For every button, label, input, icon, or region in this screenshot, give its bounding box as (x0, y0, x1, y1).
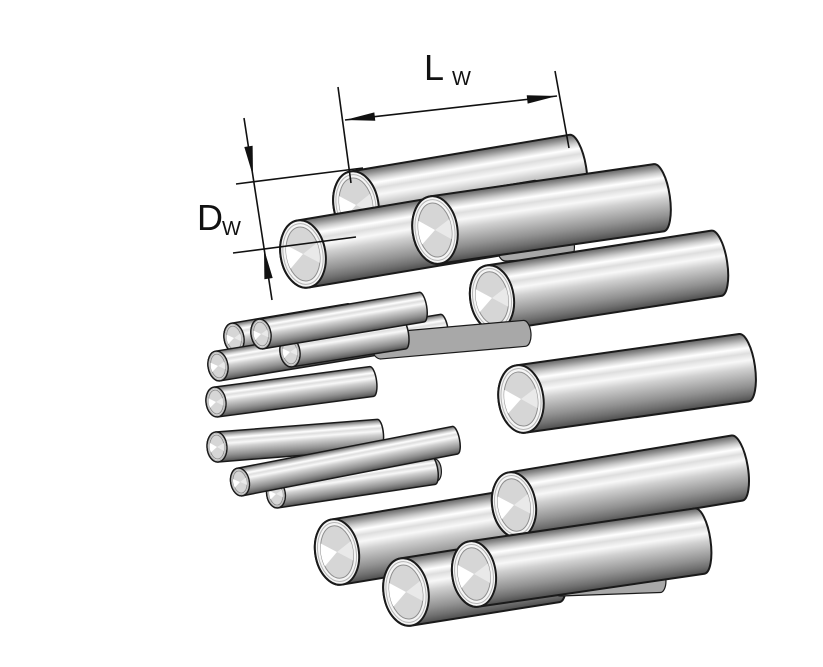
dimension-arrowhead (345, 112, 376, 121)
roller-face-chamfer-edge (206, 388, 226, 416)
dimension-arrowhead (264, 249, 273, 280)
roller-diameter-dimension (232, 117, 364, 301)
dimension-arrowhead (526, 95, 557, 104)
roller-face-chamfer-edge (231, 469, 249, 495)
face-highlight-wedge-soft (521, 386, 542, 411)
rollers-group (205, 133, 757, 627)
roller-face-chamfer-edge (385, 561, 427, 623)
roller-face-chamfer-edge (207, 433, 227, 461)
dimension-line (232, 236, 357, 254)
needle-top-2 (250, 291, 428, 350)
dimension-line (344, 95, 558, 121)
length-dimension-label-subscript: W (452, 68, 471, 90)
diameter-dimension-label-subscript: W (222, 218, 241, 240)
roller-face-chamfer-edge (414, 199, 456, 261)
face-highlight-wedge-soft (474, 561, 494, 585)
roller-large-mid-lower (497, 333, 757, 434)
roller-large-bottom-front (450, 507, 713, 608)
dimension-line (235, 167, 364, 185)
roller-face-chamfer-edge (282, 223, 324, 285)
face-highlight-wedge-soft (406, 578, 427, 604)
roller-large-top-front (411, 163, 672, 265)
diameter-dimension-label: D (197, 197, 223, 238)
roller-length-dimension (337, 70, 570, 184)
dimension-line (554, 70, 570, 149)
roller-face-chamfer-edge (316, 522, 358, 582)
roller-large-bottom-top (490, 434, 750, 539)
length-dimension-label: L (424, 47, 444, 88)
roller-face-chamfer-edge (454, 543, 494, 605)
dimension-line (337, 86, 352, 184)
needle-mid-single-1 (205, 365, 378, 418)
needle-bottom-1 (229, 425, 461, 497)
dimension-arrowhead (244, 145, 253, 176)
face-highlight-wedge-soft (435, 217, 456, 242)
roller-face-chamfer-edge (500, 368, 542, 430)
dimension-lines-group (232, 70, 570, 301)
roller-face-chamfer-edge (208, 352, 228, 380)
face-highlight-wedge-soft (492, 285, 512, 309)
